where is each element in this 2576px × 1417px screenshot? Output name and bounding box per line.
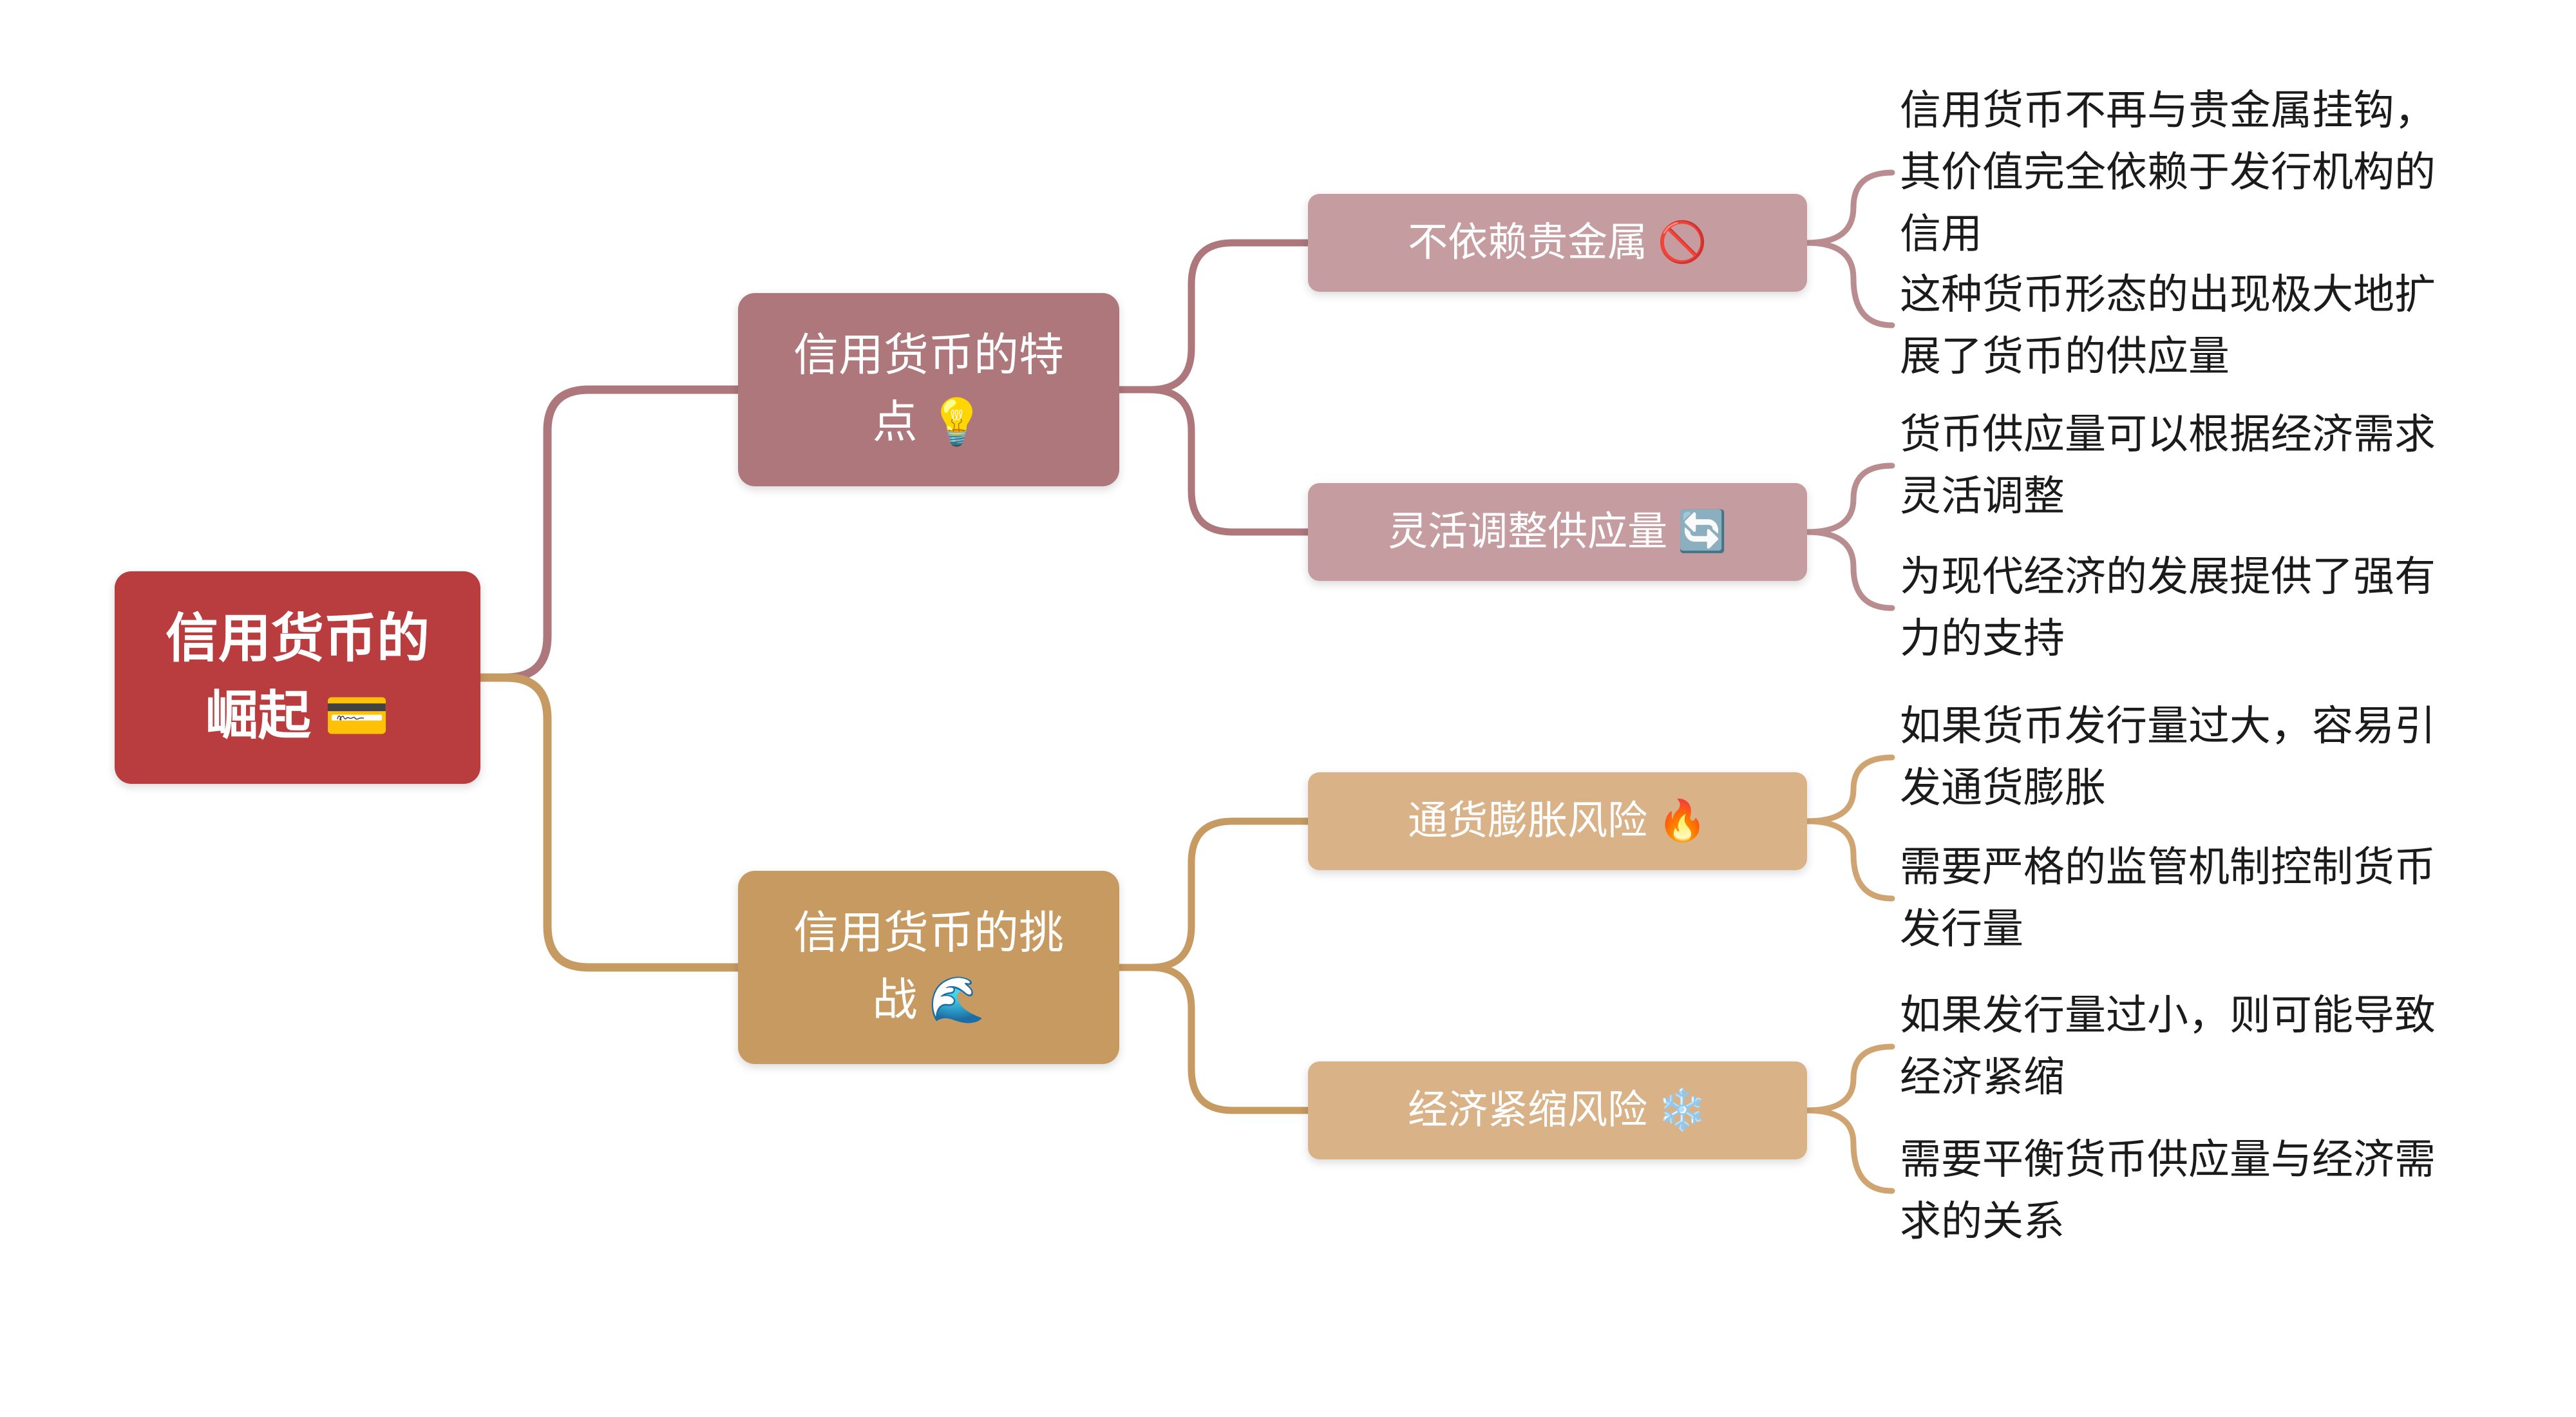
connector-challenges-to-inflation-risk xyxy=(1115,817,1312,971)
child-node-flexible-supply[interactable]: 灵活调整供应量 🔄 xyxy=(1308,483,1807,581)
root-node-credit-currency-rise[interactable]: 信用货币的 崛起 💳 xyxy=(115,571,480,784)
connector-flexible-supply-note-2 xyxy=(1804,529,1895,611)
connector-no-precious-metals-note-2 xyxy=(1804,240,1895,328)
child-node-no-precious-metals[interactable]: 不依赖贵金属 🚫 xyxy=(1308,194,1807,292)
connector-features-to-flexible-supply xyxy=(1115,386,1312,536)
connector-root-to-challenges xyxy=(476,673,743,972)
connector-deflation-risk-note-1 xyxy=(1804,1043,1895,1114)
note-flexible-supply-2[interactable]: 为现代经济的发展提供了强有力的支持 xyxy=(1900,554,2436,661)
note-no-precious-metals-2[interactable]: 这种货币形态的出现极大地扩展了货币的供应量 xyxy=(1900,272,2436,379)
note-no-precious-metals-1[interactable]: 信用货币不再与贵金属挂钩，其价值完全依赖于发行机构的信用 xyxy=(1900,88,2436,257)
connector-deflation-risk-note-2 xyxy=(1804,1107,1895,1194)
connector-inflation-risk-note-2 xyxy=(1804,818,1895,902)
note-inflation-risk-2[interactable]: 需要严格的监管机制控制货币发行量 xyxy=(1900,844,2436,952)
note-deflation-risk-2[interactable]: 需要平衡货币供应量与经济需求的关系 xyxy=(1900,1137,2436,1244)
connector-features-to-no-precious-metals xyxy=(1115,239,1312,394)
connector-challenges-to-deflation-risk xyxy=(1115,964,1312,1114)
note-deflation-risk-1[interactable]: 如果发行量过小，则可能导致经济紧缩 xyxy=(1900,993,2436,1100)
connector-root-to-features xyxy=(476,385,743,682)
connector-flexible-supply-note-1 xyxy=(1804,462,1895,535)
branch-node-characteristics[interactable]: 信用货币的特 点 💡 xyxy=(738,293,1119,486)
child-node-deflation-risk[interactable]: 经济紧缩风险 ❄️ xyxy=(1308,1061,1807,1159)
connector-inflation-risk-note-1 xyxy=(1804,754,1895,824)
note-inflation-risk-1[interactable]: 如果货币发行量过大，容易引发通货膨胀 xyxy=(1900,703,2436,811)
branch-node-challenges[interactable]: 信用货币的挑 战 🌊 xyxy=(738,871,1119,1064)
connector-no-precious-metals-note-1 xyxy=(1804,169,1895,246)
note-flexible-supply-1[interactable]: 货币供应量可以根据经济需求灵活调整 xyxy=(1900,412,2436,519)
child-node-inflation-risk[interactable]: 通货膨胀风险 🔥 xyxy=(1308,772,1807,870)
